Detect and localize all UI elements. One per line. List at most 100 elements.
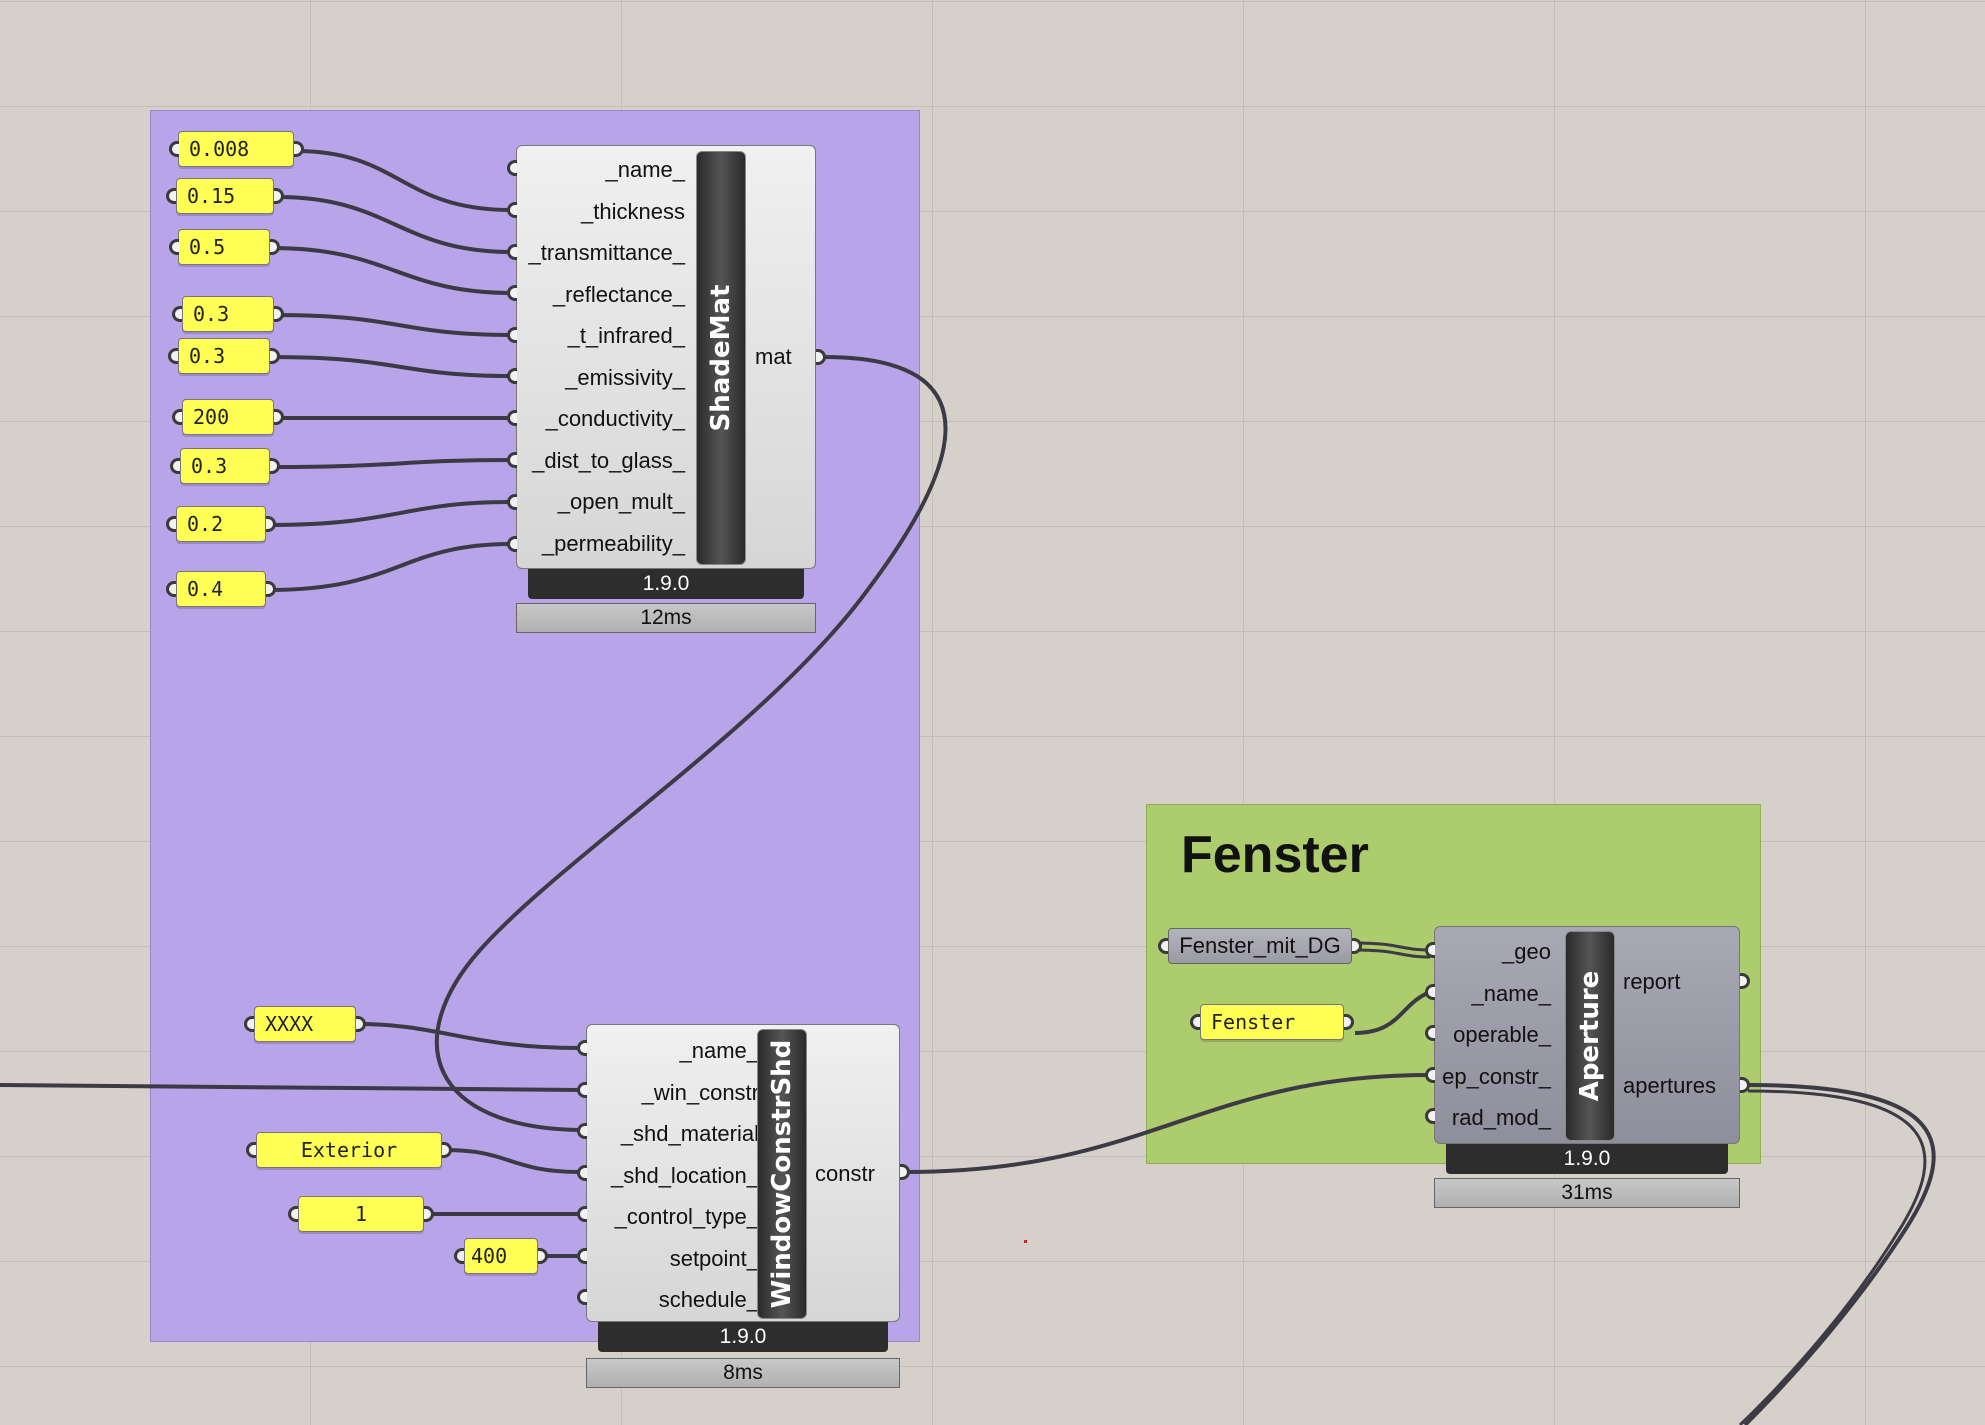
panel-port[interactable] [270,239,280,255]
panel-port[interactable] [170,458,180,474]
panel-port[interactable] [270,458,280,474]
panel-port[interactable] [246,1142,256,1158]
input-port[interactable] [507,410,517,426]
input-port[interactable] [507,536,517,552]
panel-aperture-name-value[interactable]: Fenster [1200,1004,1344,1040]
panel-location-value[interactable]: Exterior [256,1132,442,1168]
canvas-marker [1024,1240,1027,1243]
panel-control-type-value[interactable]: 1 [298,1196,424,1232]
input-port[interactable] [507,285,517,301]
input-port[interactable] [507,244,517,260]
panel-emissivity-value[interactable]: 0.3 [178,338,270,374]
input-port[interactable] [577,1206,587,1222]
panel-open-mult-value[interactable]: 0.2 [176,506,266,542]
output-port[interactable] [1740,973,1750,989]
input-port[interactable] [1425,1067,1435,1083]
panel-port[interactable] [168,348,178,364]
input-rad-mod: rad_mod_ [1451,1105,1551,1130]
input-setpoint: setpoint_ [669,1246,759,1271]
panel-port[interactable] [244,1016,254,1032]
panel-port[interactable] [166,581,176,597]
panel-name-value[interactable]: XXXX [254,1006,356,1042]
version-label: 1.9.0 [598,1322,888,1352]
output-port[interactable] [900,1164,910,1180]
runtime-label: 12ms [516,603,816,633]
input-port[interactable] [577,1040,587,1056]
panel-port[interactable] [538,1248,548,1264]
panel-port[interactable] [454,1248,464,1264]
input-port[interactable] [507,327,517,343]
input-shd-location: _shd_location_ [610,1163,759,1188]
panel-port[interactable] [356,1016,366,1032]
aperture-component[interactable]: _geo _name_ operable_ ep_constr_ rad_mod… [1434,926,1740,1144]
input-port[interactable] [507,160,517,176]
input-port[interactable] [1425,942,1435,958]
runtime-label: 8ms [586,1358,900,1388]
output-port[interactable] [1740,1077,1750,1093]
input-port[interactable] [1425,1025,1435,1041]
panel-port[interactable] [166,516,176,532]
panel-thickness-value[interactable]: 0.008 [178,131,294,167]
panel-permeability-value[interactable]: 0.4 [176,571,266,607]
input-port[interactable] [507,494,517,510]
input-transmittance: _transmittance_ [528,240,685,265]
param-port[interactable] [1158,938,1168,954]
panel-port[interactable] [166,188,176,204]
panel-port[interactable] [424,1206,434,1222]
panel-port[interactable] [1190,1014,1200,1030]
panel-setpoint-value[interactable]: 400 [464,1238,538,1274]
input-open-mult: _open_mult_ [557,489,685,514]
input-port[interactable] [577,1123,587,1139]
input-reflectance: _reflectance_ [552,282,685,307]
panel-port[interactable] [169,239,179,255]
panel-t-infrared-value[interactable]: 0.3 [182,296,274,332]
panel-port[interactable] [274,409,284,425]
output-port[interactable] [816,349,826,365]
panel-transmittance-value[interactable]: 0.15 [176,178,274,214]
panel-port[interactable] [274,306,284,322]
input-port[interactable] [577,1248,587,1264]
panel-port[interactable] [288,1206,298,1222]
panel-port[interactable] [270,348,280,364]
input-dist-to-glass: _dist_to_glass_ [532,448,685,473]
input-port[interactable] [577,1165,587,1181]
panel-port[interactable] [274,188,284,204]
panel-reflectance-value[interactable]: 0.5 [178,229,270,265]
panel-dist-to-glass-value[interactable]: 0.3 [180,448,270,484]
input-ep-constr: ep_constr_ [1442,1064,1551,1089]
input-port[interactable] [507,452,517,468]
component-nickname: Aperture [1565,931,1615,1141]
input-port[interactable] [1425,984,1435,1000]
input-port[interactable] [507,368,517,384]
output-report: report [1623,969,1681,994]
component-nickname: ShadeMat [696,151,746,565]
panel-port[interactable] [172,409,182,425]
input-port[interactable] [577,1082,587,1098]
window-constr-shd-component[interactable]: _name_ _win_constr _shd_material _shd_lo… [586,1024,900,1322]
panel-port[interactable] [172,306,182,322]
input-port[interactable] [1425,1108,1435,1124]
param-port[interactable] [1352,938,1362,954]
panel-port[interactable] [169,141,179,157]
input-name: _name_ [1471,981,1551,1006]
panel-port[interactable] [266,516,276,532]
shade-mat-component[interactable]: _name_ _thickness _transmittance_ _refle… [516,145,816,569]
input-emissivity: _emissivity_ [565,365,685,390]
panel-port[interactable] [442,1142,452,1158]
geometry-param-fenster-mit-dg[interactable]: Fenster_mit_DG [1168,928,1352,964]
input-permeability: _permeability_ [541,531,685,556]
input-name: _name_ [679,1038,759,1063]
input-port[interactable] [577,1289,587,1305]
panel-port[interactable] [266,581,276,597]
panel-conductivity-value[interactable]: 200 [182,399,274,435]
input-shd-material: _shd_material [620,1121,759,1146]
group-title: Fenster [1181,826,1369,884]
panel-port[interactable] [1344,1014,1354,1030]
wire [1738,1089,1927,1425]
runtime-label: 31ms [1434,1178,1740,1208]
panel-port[interactable] [294,141,304,157]
output-constr: constr [815,1161,875,1186]
input-geo: _geo [1502,939,1551,964]
input-win-constr: _win_constr [641,1080,759,1105]
input-port[interactable] [507,202,517,218]
